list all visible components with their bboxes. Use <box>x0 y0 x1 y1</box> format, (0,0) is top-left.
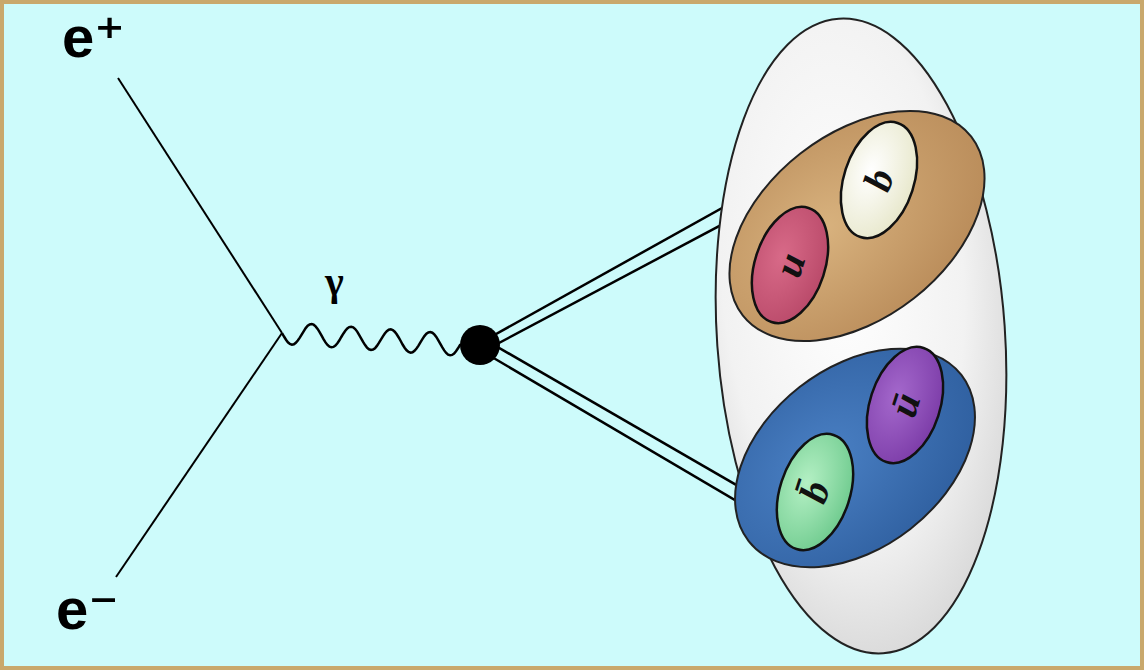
photon-wave <box>282 324 462 355</box>
tetraquark-ellipse <box>695 9 1027 664</box>
photon-label: γ <box>325 262 344 302</box>
particle-label: e⁺ <box>62 8 125 66</box>
particle-label: e⁻ <box>56 580 119 638</box>
meson-ellipse <box>693 304 1017 612</box>
meson-ellipse <box>686 64 1028 388</box>
electron-line <box>116 333 282 577</box>
vertex-blob <box>460 325 500 365</box>
positron-line <box>118 78 282 333</box>
